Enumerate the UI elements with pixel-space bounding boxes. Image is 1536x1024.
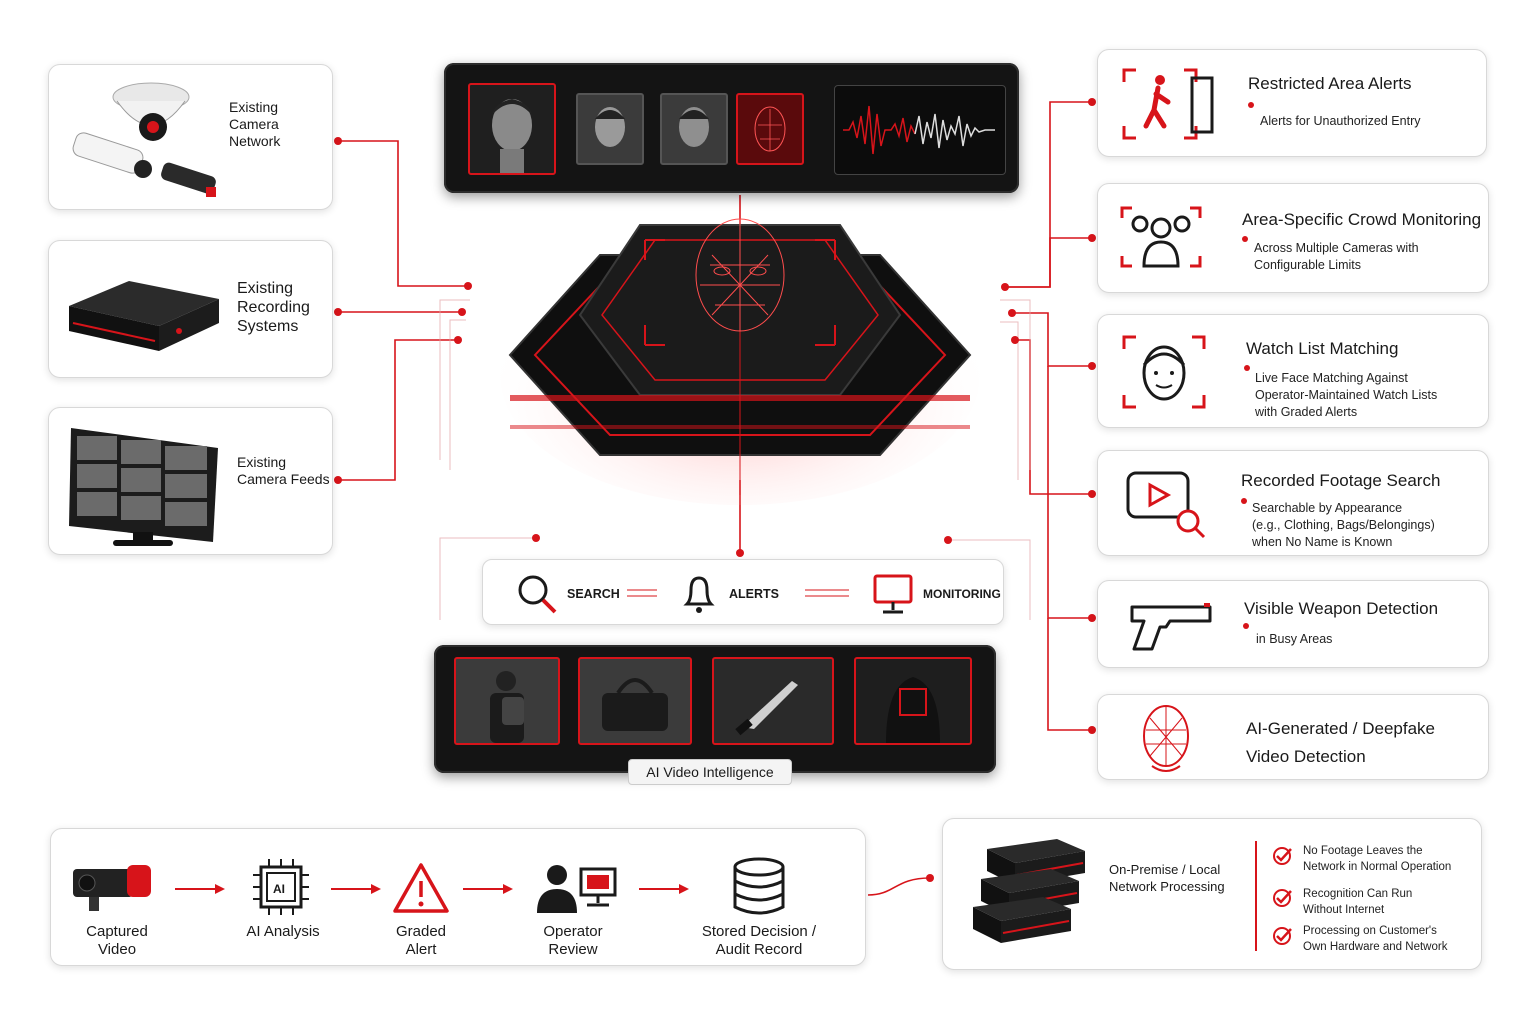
- capability-title-deepfake-detection: AI-Generated / Deepfake Video Detection: [1246, 719, 1436, 766]
- detection-thumb-backpack: [454, 657, 560, 745]
- onprem-point-3: Processing on Customer's Own Hardware an…: [1303, 925, 1448, 953]
- function-label-search[interactable]: SEARCH: [567, 587, 620, 601]
- face-mesh-icon: [754, 106, 786, 152]
- capability-title-weapon-detection: Visible Weapon Detection: [1244, 599, 1439, 618]
- face-icon: [492, 99, 532, 173]
- person-backpack-icon: [490, 671, 524, 743]
- input-label-recording-systems: Existing Recording Systems: [237, 280, 310, 335]
- face-thumbnail-primary: [468, 83, 556, 175]
- detection-panel: [434, 645, 996, 773]
- arrow-icon: [331, 884, 381, 894]
- input-label-camera-network: Existing Camera Network: [229, 99, 281, 149]
- arrow-icon: [639, 884, 689, 894]
- workflow-step-ai-analysis: AI Analysis: [246, 923, 320, 940]
- bullet-dot: [1248, 102, 1254, 108]
- face-thumbnail-scan: [736, 93, 804, 165]
- workflow-card: Captured Video AI AI Analysis Graded Ale…: [50, 828, 866, 966]
- detection-thumb-bag: [578, 657, 692, 745]
- hooded-person-icon: [886, 677, 940, 743]
- capability-card-deepfake-detection: AI-Generated / Deepfake Video Detection: [1097, 694, 1489, 780]
- capability-title-footage-search: Recorded Footage Search: [1241, 471, 1441, 490]
- face-thumbnail-2: [660, 93, 728, 165]
- svg-text:AI: AI: [273, 882, 285, 896]
- capability-desc-crowd-monitoring: Across Multiple Cameras with Configurabl…: [1254, 241, 1419, 272]
- cctv-camera-icon: [72, 82, 216, 197]
- arrow-icon: [463, 884, 513, 894]
- operator-icon: [537, 865, 617, 913]
- capability-desc-footage-search: Searchable by Appearance (e.g., Clothing…: [1252, 501, 1435, 549]
- double-line-divider: [805, 589, 849, 597]
- server-stack-icon: [973, 839, 1085, 943]
- face-mesh-icon: [1143, 705, 1189, 772]
- recorder-icon: [69, 281, 219, 351]
- face-mesh-hologram: [695, 218, 785, 332]
- checkmark-icon: [1273, 927, 1292, 945]
- double-line-divider: [627, 589, 657, 597]
- capability-card-footage-search: Recorded Footage Search Searchable by Ap…: [1097, 450, 1489, 556]
- workflow-step-captured-video: Captured Video: [86, 923, 148, 958]
- onprem-card: On-Premise / Local Network Processing No…: [942, 818, 1482, 970]
- capability-card-watch-list: Watch List Matching Live Face Matching A…: [1097, 314, 1489, 428]
- onprem-divider: [1255, 841, 1257, 951]
- search-icon: [518, 575, 557, 614]
- bullet-dot: [1243, 623, 1249, 629]
- crowd-icon: [1120, 206, 1202, 268]
- voice-waveform-panel: [834, 85, 1006, 175]
- monitor-wall-icon: [69, 428, 218, 546]
- warning-triangle-icon: [393, 863, 449, 913]
- database-icon: [733, 857, 785, 915]
- detection-thumb-knife: [712, 657, 834, 745]
- ai-chip-icon: AI: [253, 859, 309, 915]
- capability-desc-weapon-detection: in Busy Areas: [1256, 632, 1333, 646]
- capability-card-crowd-monitoring: Area-Specific Crowd Monitoring Across Mu…: [1097, 183, 1489, 293]
- monitor-icon: [873, 574, 913, 614]
- capability-title-crowd-monitoring: Area-Specific Crowd Monitoring: [1242, 210, 1482, 229]
- workflow-step-stored-decision: Stored Decision / Audit Record: [701, 923, 817, 958]
- waveform-icon: [843, 105, 995, 155]
- arrow-icon: [175, 884, 225, 894]
- bullet-dot: [1244, 365, 1250, 371]
- restricted-area-icon: [1122, 68, 1214, 140]
- capability-desc-restricted-area: Alerts for Unauthorized Entry: [1260, 114, 1421, 128]
- face-icon: [595, 107, 625, 147]
- capability-title-restricted-area: Restricted Area Alerts: [1248, 74, 1412, 93]
- video-search-icon: [1126, 471, 1206, 539]
- face-icon: [679, 107, 709, 147]
- face-scan-panel: [444, 63, 1019, 193]
- detection-thumb-hooded-person: [854, 657, 972, 745]
- input-card-recording-systems: Existing Recording Systems: [48, 240, 333, 378]
- bullet-dot: [1241, 498, 1247, 504]
- function-label-alerts[interactable]: ALERTS: [729, 587, 779, 601]
- center-label: AI Video Intelligence: [628, 759, 792, 785]
- knife-icon: [735, 681, 798, 736]
- face-thumbnail-1: [576, 93, 644, 165]
- capability-desc-watch-list: Live Face Matching Against Operator-Main…: [1255, 371, 1438, 419]
- security-camera-icon: [73, 865, 151, 911]
- bullet-dot: [1242, 236, 1248, 242]
- onprem-point-1: No Footage Leaves the Network in Normal …: [1303, 845, 1452, 873]
- bell-icon: [683, 576, 715, 613]
- function-bar: SEARCH ALERTS MONITORING: [482, 559, 1004, 625]
- checkmark-icon: [1273, 847, 1292, 865]
- face-recognition-icon: [1122, 335, 1206, 409]
- input-card-camera-feeds: Existing Camera Feeds: [48, 407, 333, 555]
- function-label-monitoring[interactable]: MONITORING: [923, 587, 1001, 601]
- handgun-icon: [1130, 603, 1212, 651]
- onprem-title: On-Premise / Local Network Processing: [1109, 862, 1225, 894]
- checkmark-icon: [1273, 889, 1292, 907]
- input-card-camera-network: Existing Camera Network: [48, 64, 333, 210]
- capability-card-weapon-detection: Visible Weapon Detection in Busy Areas: [1097, 580, 1489, 668]
- input-label-camera-feeds: Existing Camera Feeds: [237, 454, 330, 487]
- workflow-step-graded-alert: Graded Alert: [395, 923, 447, 958]
- ai-hub-platform: [500, 218, 980, 505]
- workflow-step-operator-review: Operator Review: [543, 923, 603, 958]
- bag-icon: [602, 678, 668, 731]
- capability-card-restricted-area: Restricted Area Alerts Alerts for Unauth…: [1097, 49, 1487, 157]
- capability-title-watch-list: Watch List Matching: [1246, 339, 1399, 358]
- onprem-point-2: Recognition Can Run Without Internet: [1303, 888, 1413, 916]
